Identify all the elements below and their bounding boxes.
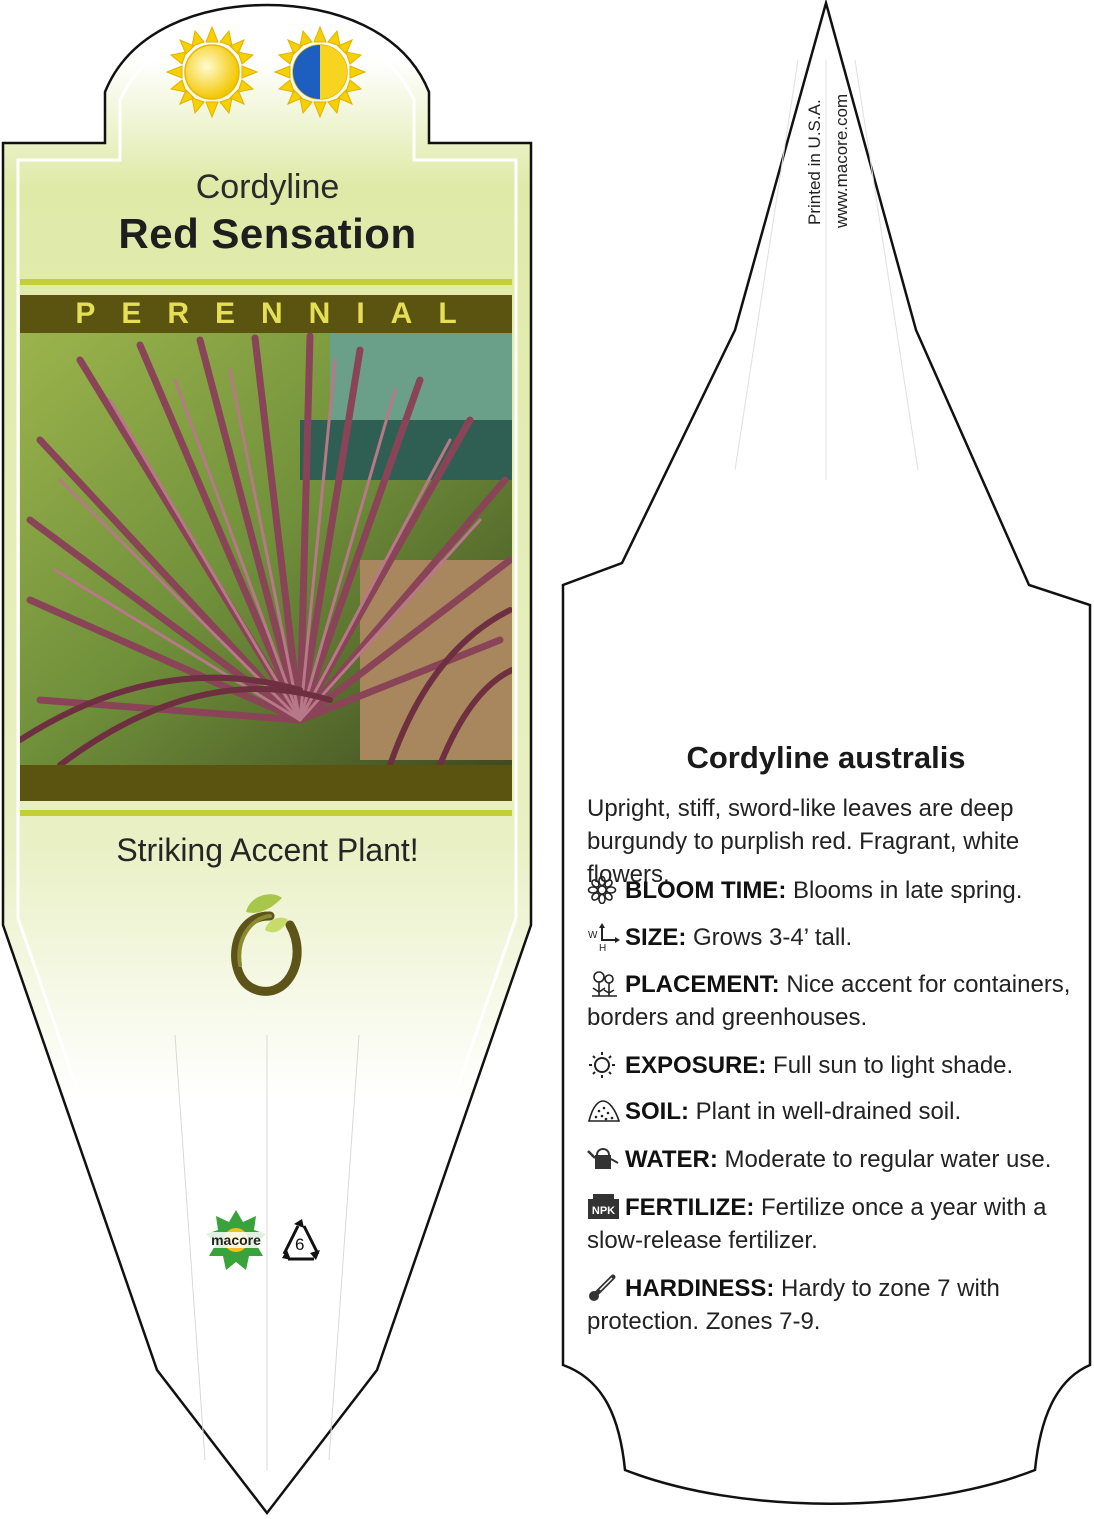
attr-soil: SOIL: Plant in well-drained soil. [587,1095,1077,1128]
attr-placement: PLACEMENT: Nice accent for containers, b… [587,970,1071,1031]
npk-letters: NPK [592,1205,615,1217]
plant-photo [20,333,512,765]
attr-bloom-time: BLOOM TIME: Blooms in late spring. [587,874,1077,907]
size-icon-w: W [588,930,598,941]
thermometer-icon [587,1274,621,1302]
genus-name: Cordyline [195,168,340,206]
flower-icon [587,875,621,905]
attr-water: WATER: Moderate to regular water use. [587,1143,1077,1176]
part-sun-icon [273,25,367,119]
attr-hardiness: HARDINESS: Hardy to zone 7 with protecti… [587,1274,1000,1335]
attr-size: W H SIZE: Grows 3-4’ tall. [587,921,1077,954]
back-tag [561,0,1092,1505]
attr-fertilize: NPK FERTILIZE: Fertilize once a year wit… [587,1193,1047,1254]
front-tag: macore [1,3,533,1516]
watering-can-icon [587,1145,621,1173]
website-text: www.macore.com [832,93,851,228]
attr-exposure: EXPOSURE: Full sun to light shade. [587,1049,1077,1082]
tagline: Striking Accent Plant! [116,832,419,868]
size-arrows-icon: W H [587,923,621,954]
category-label: PERENNIAL [75,297,483,330]
soil-icon [587,1097,621,1125]
cultivar-name: Red Sensation [118,210,417,257]
printed-in-text: Printed in U.S.A. [805,99,824,225]
macore-logo: macore [206,1210,266,1270]
recycle-icon [282,1219,320,1261]
leaf-swirl-icon [231,894,302,996]
species-name: Cordyline australis [686,740,966,775]
size-icon-h: H [599,943,606,951]
description: Upright, stiff, sword-like leaves are de… [587,795,1020,888]
svg-text:macore: macore [211,1232,261,1248]
npk-icon: NPK [587,1193,621,1221]
full-sun-icon [165,25,259,119]
recycle-code: 6 [295,1235,305,1254]
plants-icon [587,970,621,998]
sun-outline-icon [587,1051,621,1079]
